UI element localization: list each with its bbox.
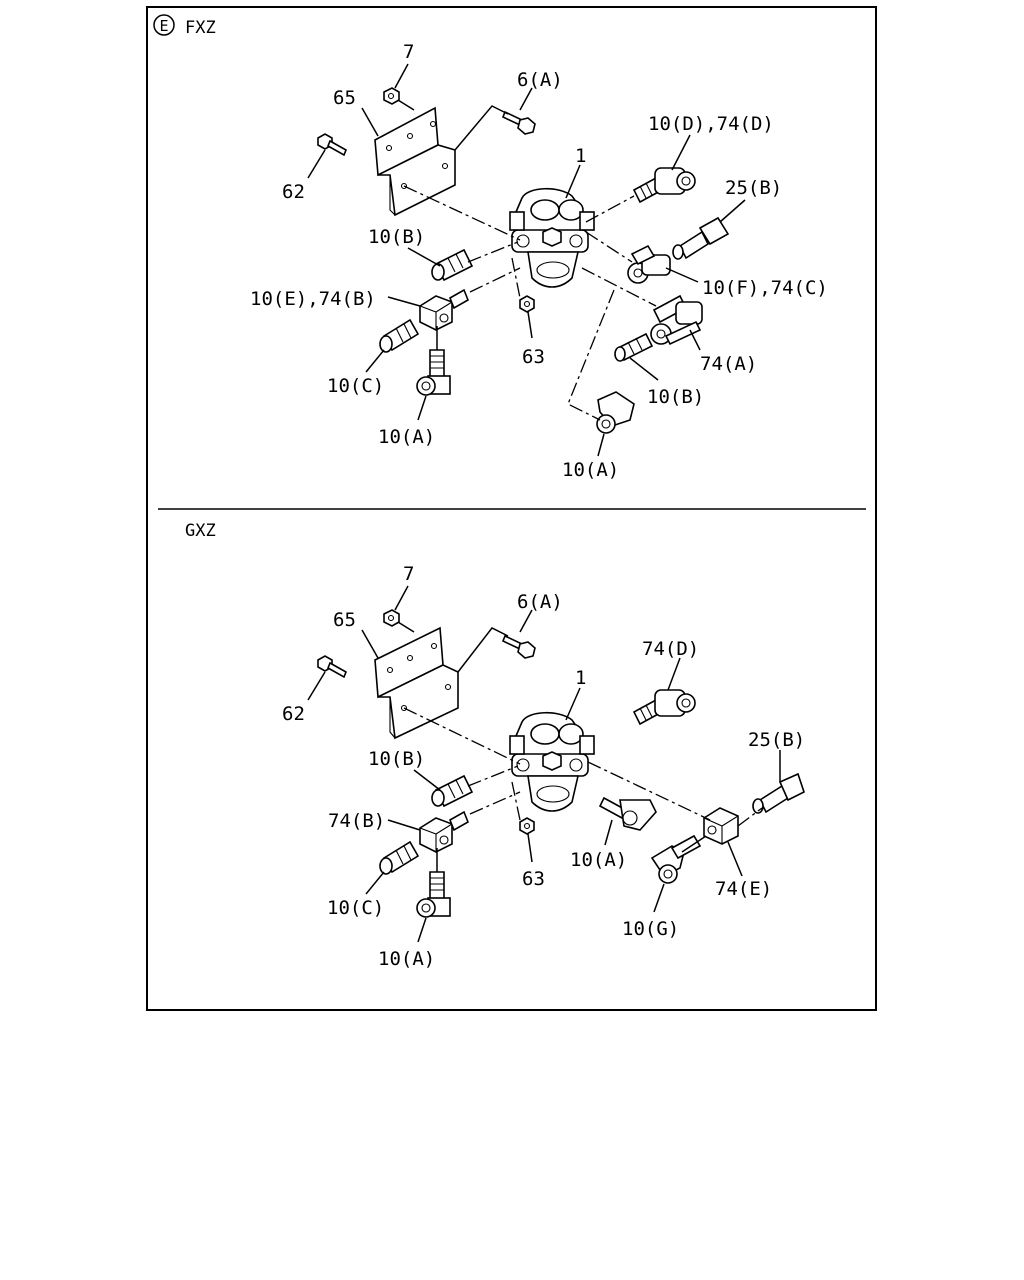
nut-63 (519, 295, 535, 313)
label-6a: 6(A) (517, 69, 563, 91)
elbow-fitting-10f-74c (627, 244, 671, 284)
label-63: 63 (522, 868, 545, 890)
elbow-fitting-10a-left (416, 349, 451, 396)
label-10a-left: 10(A) (378, 426, 435, 448)
label-74b: 74(B) (328, 810, 385, 832)
tee-block-74b (419, 810, 470, 853)
label-10b-right: 10(B) (647, 386, 704, 408)
section-gxz: GXZ (185, 521, 805, 970)
nut-7 (383, 87, 400, 105)
elbow-fitting-10a-bottom (596, 391, 635, 434)
fitting-10b (431, 774, 474, 808)
section-badge-circle (153, 14, 175, 36)
label-10a-left: 10(A) (378, 948, 435, 970)
fitting-10c (379, 840, 420, 875)
label-65: 65 (333, 609, 356, 631)
tee-block-74e (703, 807, 739, 845)
bolt-62 (317, 133, 348, 157)
bolt-62 (317, 655, 348, 679)
elbow-fitting-10d-74d (632, 167, 696, 204)
nut-7 (383, 609, 400, 627)
label-65: 65 (333, 87, 356, 109)
tee-block-10e-74b (419, 288, 470, 331)
label-7: 7 (403, 41, 414, 63)
diagram-frame (146, 6, 877, 1011)
label-10f-74c: 10(F),74(C) (702, 277, 828, 299)
sensor-25b (672, 216, 730, 260)
nut-63 (519, 817, 535, 835)
label-10c: 10(C) (327, 375, 384, 397)
label-10d-74d: 10(D),74(D) (648, 113, 774, 135)
section-title: GXZ (185, 521, 216, 541)
section-badge: E (159, 17, 168, 35)
bracket-65 (374, 106, 456, 217)
fitting-10b-right (614, 332, 654, 362)
label-74a: 74(A) (700, 353, 757, 375)
elbow-fitting-10a-left (416, 871, 451, 918)
label-6a: 6(A) (517, 591, 563, 613)
label-10b: 10(B) (368, 748, 425, 770)
assembly-lines (403, 627, 763, 872)
elbow-fitting-10a-mid (598, 796, 657, 831)
bolt-6a (501, 634, 536, 659)
assembly-lines (403, 105, 657, 421)
label-63: 63 (522, 346, 545, 368)
bolt-6a (501, 110, 536, 135)
elbow-fitting-74d (632, 689, 696, 726)
fitting-10b-left (431, 248, 474, 282)
label-62: 62 (282, 703, 305, 725)
bracket-65 (374, 626, 459, 740)
sensor-25b (752, 772, 805, 814)
label-62: 62 (282, 181, 305, 203)
label-10c: 10(C) (327, 897, 384, 919)
relay-valve-1 (509, 187, 595, 288)
label-7: 7 (403, 563, 414, 585)
fitting-10c (379, 318, 420, 353)
relay-valve-1 (509, 711, 595, 812)
label-1: 1 (575, 145, 586, 167)
leader-lines (307, 63, 746, 457)
label-10g: 10(G) (622, 918, 679, 940)
label-74d: 74(D) (642, 638, 699, 660)
label-10e-74b: 10(E),74(B) (250, 288, 376, 310)
elbow-fitting-74a (650, 294, 703, 346)
label-74e: 74(E) (715, 878, 772, 900)
section-fxz: E FXZ (153, 14, 828, 481)
label-25b: 25(B) (725, 177, 782, 199)
elbow-fitting-10g (650, 834, 702, 884)
label-25b: 25(B) (748, 729, 805, 751)
label-10a-mid: 10(A) (570, 849, 627, 871)
label-10b-left: 10(B) (368, 226, 425, 248)
label-10a-bottom: 10(A) (562, 459, 619, 481)
leader-lines (307, 585, 781, 943)
section-title: FXZ (185, 18, 216, 38)
label-1: 1 (575, 667, 586, 689)
